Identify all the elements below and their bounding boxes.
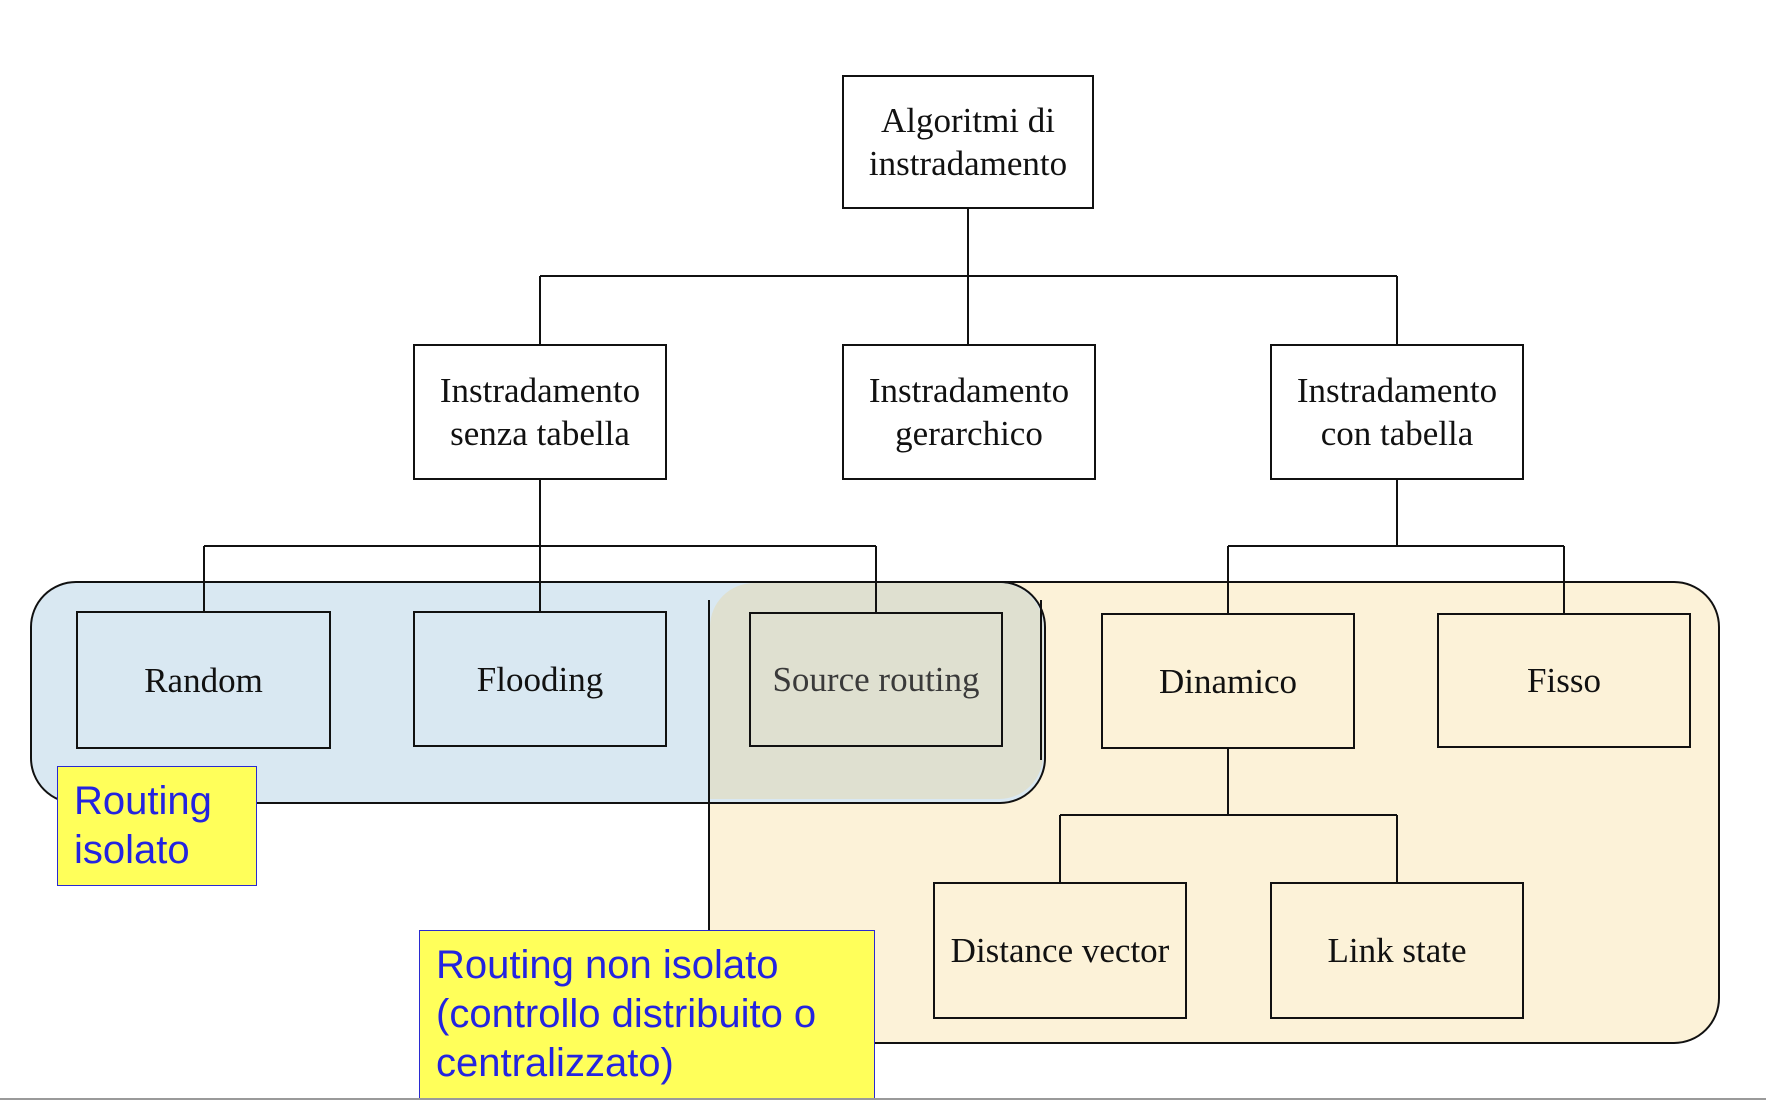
table-routing-node: Instradamento con tabella (1270, 344, 1524, 480)
random-node: Random (76, 611, 331, 749)
bottom-border-line (0, 1098, 1766, 1100)
link-state-node: Link state (1270, 882, 1524, 1019)
root-node: Algoritmi di instradamento (842, 75, 1094, 209)
flooding-node: Flooding (413, 611, 667, 747)
non-isolated-region-left-edge (708, 600, 710, 930)
source-routing-node: Source routing (749, 612, 1003, 747)
isolated-region-right-edge (1040, 600, 1042, 760)
regions-overlap-area (710, 583, 1043, 799)
fixed-node: Fisso (1437, 613, 1691, 748)
non-isolated-routing-label: Routing non isolato (controllo distribui… (419, 930, 875, 1100)
no-table-routing-node: Instradamento senza tabella (413, 344, 667, 480)
distance-vector-node: Distance vector (933, 882, 1187, 1019)
isolated-routing-label: Routing isolato (57, 766, 257, 886)
dynamic-node: Dinamico (1101, 613, 1355, 749)
hierarchical-routing-node: Instradamento gerarchico (842, 344, 1096, 480)
